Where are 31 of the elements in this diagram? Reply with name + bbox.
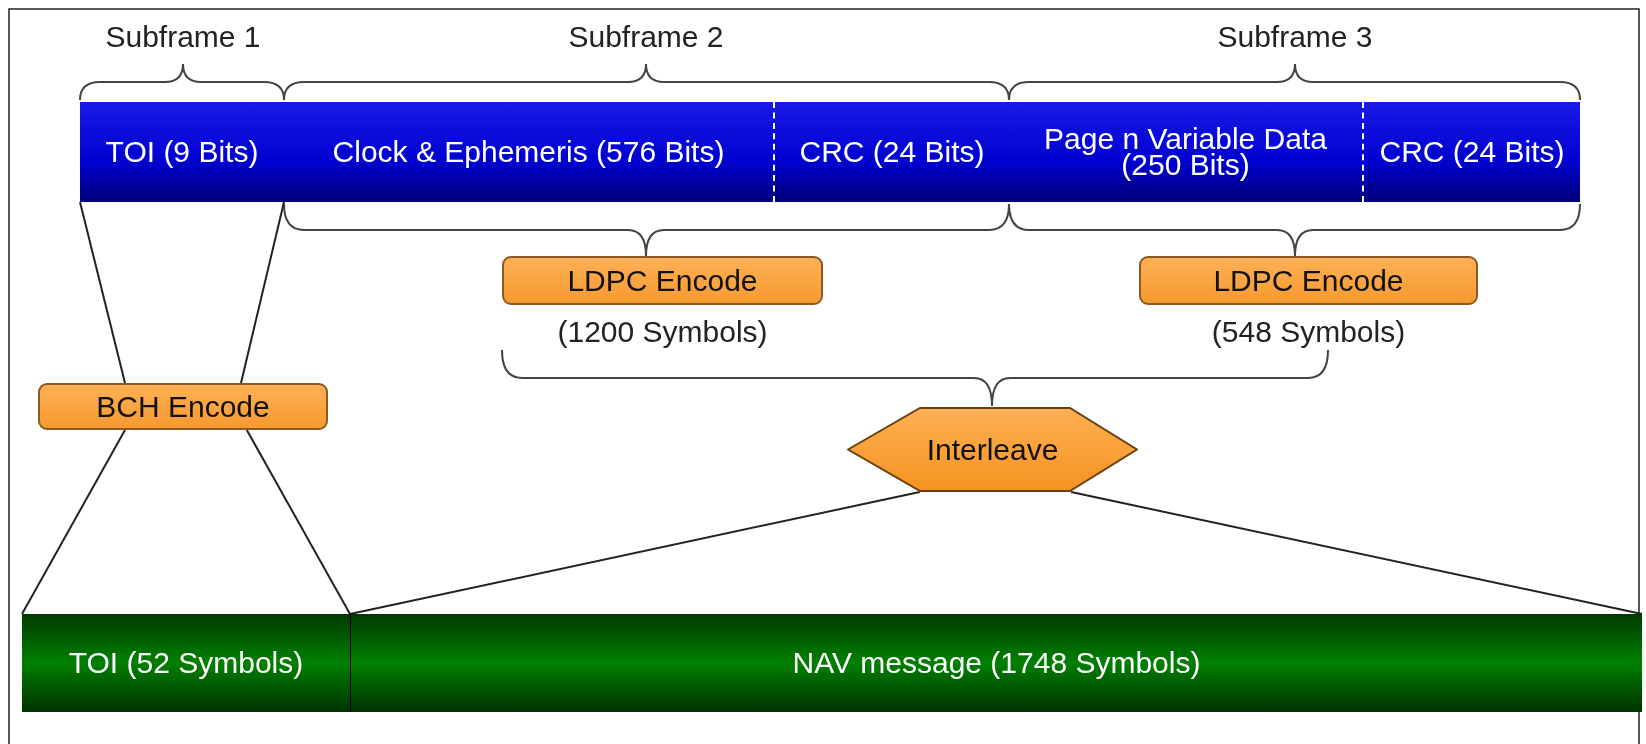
segment-label: LDPC Encode bbox=[567, 264, 758, 297]
bit-field-segment bbox=[1362, 102, 1580, 202]
connector-line bbox=[245, 429, 351, 615]
connector-line bbox=[1070, 491, 1643, 615]
subframe-heading: Subframe 3 bbox=[1217, 20, 1373, 54]
symbol-count-text: (548 Symbols) bbox=[1211, 315, 1406, 349]
bit-field-segment bbox=[284, 102, 773, 202]
connector-line bbox=[240, 201, 285, 384]
encode-box bbox=[1139, 256, 1478, 305]
symbol-field-segment bbox=[350, 614, 1642, 712]
symbol-count-text: (1200 Symbols) bbox=[557, 315, 768, 349]
subframe-heading: Subframe 2 bbox=[568, 20, 724, 54]
segment-label: Clock & Ephemeris (576 Bits) bbox=[332, 136, 725, 168]
connector-line bbox=[79, 201, 126, 384]
segment-label: Interleave bbox=[926, 433, 1059, 466]
encode-box bbox=[38, 383, 328, 430]
subframe-heading: Subframe 1 bbox=[105, 20, 261, 54]
segment-label: BCH Encode bbox=[96, 390, 270, 423]
connector-line bbox=[349, 491, 921, 615]
bit-field-segment bbox=[80, 102, 284, 202]
segment-label: TOI (52 Symbols) bbox=[68, 647, 304, 679]
segment-label: TOI (9 Bits) bbox=[105, 136, 259, 168]
encode-box bbox=[502, 256, 823, 305]
bit-field-segment bbox=[773, 102, 1009, 202]
segment-label: NAV message (1748 Symbols) bbox=[792, 647, 1201, 679]
segment-label: LDPC Encode bbox=[1213, 264, 1404, 297]
bit-field-segment bbox=[1009, 102, 1362, 202]
symbol-field-segment bbox=[22, 614, 350, 712]
segment-label: CRC (24 Bits) bbox=[1379, 136, 1565, 168]
segment-label: Page n Variable Data (250 Bits) bbox=[1043, 125, 1328, 179]
segment-label: CRC (24 Bits) bbox=[799, 136, 985, 168]
